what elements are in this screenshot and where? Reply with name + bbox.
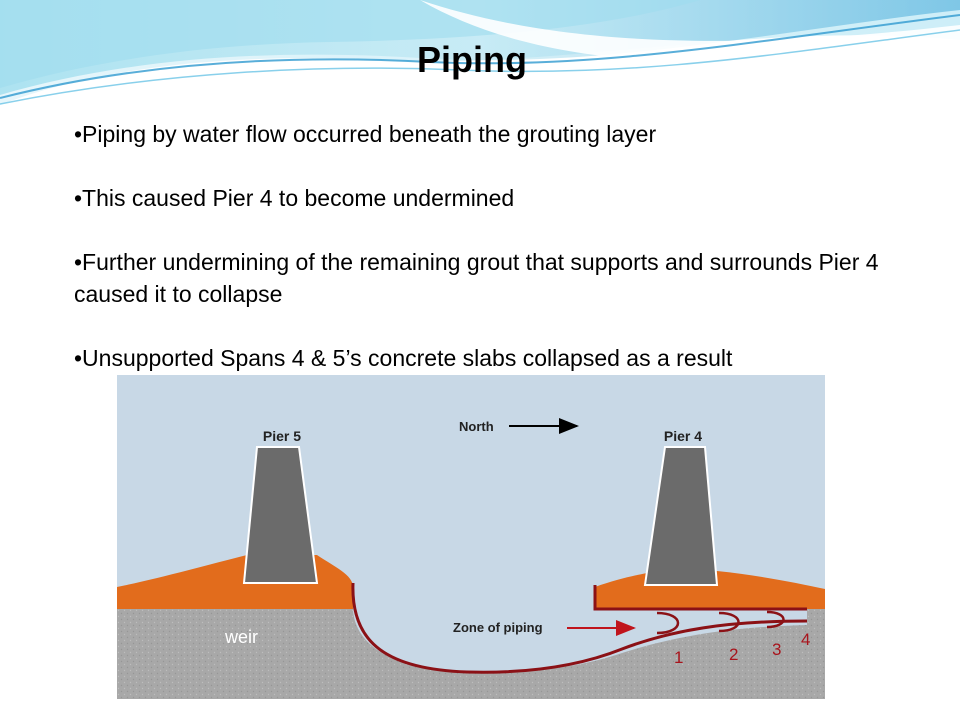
bullet-item: •Piping by water flow occurred beneath t… [74, 121, 657, 147]
stage-label: 2 [729, 645, 738, 664]
piping-curl-3 [766, 610, 785, 629]
piping-diagram: Pier 5 Pier 4 North Zone of piping weir … [117, 375, 825, 699]
header-wave-decoration [0, 0, 960, 105]
stage-label: 1 [674, 648, 683, 667]
weir-label: weir [224, 627, 258, 647]
zone-of-piping-label: Zone of piping [453, 620, 543, 635]
bullet-list: •Piping by water flow occurred beneath t… [74, 118, 914, 374]
scour-channel [352, 603, 807, 673]
bullet-item: •Further undermining of the remaining gr… [74, 249, 879, 307]
pier5-label: Pier 5 [263, 428, 301, 444]
piping-flow-line [351, 582, 808, 674]
pier-5 [242, 446, 319, 584]
slide-title: Piping [417, 39, 527, 80]
piping-curl-1 [656, 611, 679, 635]
bullet-item: •Unsupported Spans 4 & 5’s concrete slab… [74, 345, 733, 371]
stage-label: 4 [801, 630, 810, 649]
bullet-item: •This caused Pier 4 to become undermined [74, 185, 515, 211]
piping-curl-2 [718, 611, 740, 633]
pier-4 [643, 446, 719, 586]
stage-label: 3 [772, 640, 781, 659]
north-label: North [459, 419, 494, 434]
pier4-label: Pier 4 [664, 428, 702, 444]
grout-underside-line [593, 585, 807, 611]
